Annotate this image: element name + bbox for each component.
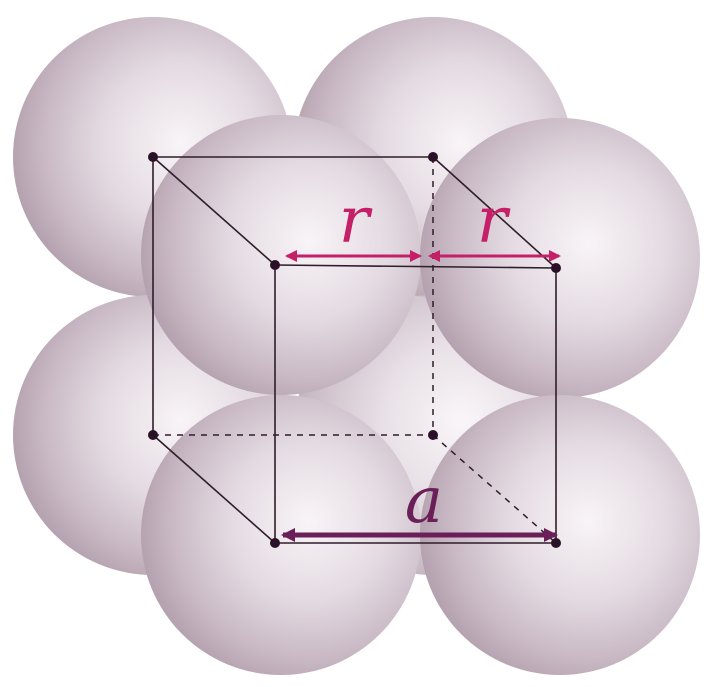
sphere-front-top-right xyxy=(420,118,700,398)
cube-hidden-edge-bottom-right-depth xyxy=(432,434,557,544)
edge-length-label: a xyxy=(405,464,443,538)
cube-edge-top-left-depth xyxy=(152,156,276,266)
sphere-front-bottom-right xyxy=(420,395,700,675)
cube-hidden-edges xyxy=(153,157,557,544)
cube-edge-bottom-left-depth xyxy=(152,434,276,544)
vertex-back-bottom-left xyxy=(148,430,158,440)
sphere-front-top-left xyxy=(141,115,421,395)
vertex-front-top-right xyxy=(551,263,561,273)
vertex-front-bottom-left xyxy=(270,538,280,548)
cube-edge-top-right-depth xyxy=(432,156,557,269)
radius-label-right: r xyxy=(477,184,511,258)
vertex-back-bottom-right xyxy=(428,430,438,440)
vertex-back-top-left xyxy=(148,152,158,162)
vertex-back-top-right xyxy=(428,152,438,162)
vertex-front-top-left xyxy=(270,260,280,270)
cube-edges xyxy=(152,156,557,544)
vertex-front-bottom-right xyxy=(551,538,561,548)
radius-label-left: r xyxy=(339,184,373,258)
cube-vertices xyxy=(148,152,561,548)
cube-edge-front-top xyxy=(274,264,557,269)
